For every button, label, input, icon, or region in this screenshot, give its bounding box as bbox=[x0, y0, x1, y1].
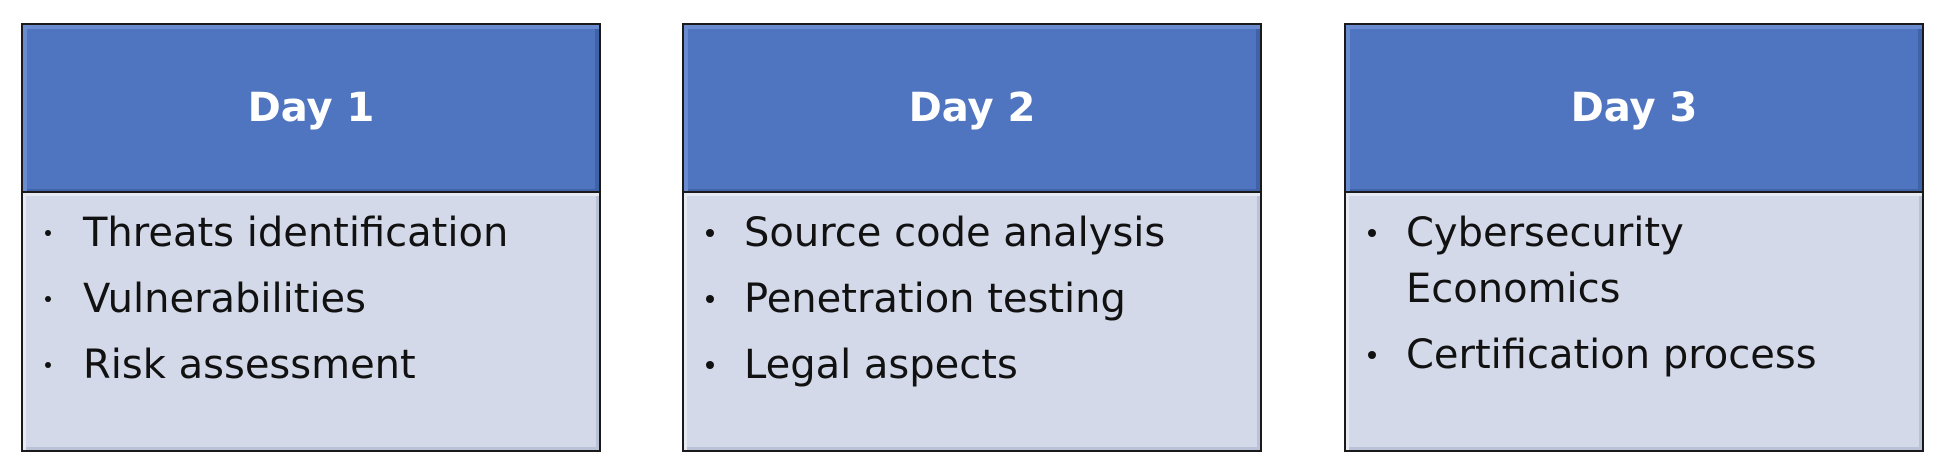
topic-item: Threats identification bbox=[41, 205, 579, 261]
bullet-icon bbox=[45, 230, 51, 236]
topic-label: Vulnerabilities bbox=[83, 276, 367, 322]
topic-item: Risk assessment bbox=[41, 337, 579, 393]
topic-label: Source code analysis bbox=[744, 210, 1166, 256]
bullet-icon bbox=[1368, 229, 1376, 237]
topic-item: Vulnerabilities bbox=[41, 271, 579, 327]
topic-label: Threats identification bbox=[83, 210, 509, 256]
day-1-body: Threats identification Vulnerabilities R… bbox=[23, 193, 599, 450]
day-1-header: Day 1 bbox=[23, 25, 599, 193]
topic-item: Certification process bbox=[1364, 327, 1902, 383]
day-2-topic-list: Source code analysis Penetration testing… bbox=[702, 205, 1240, 393]
topic-item: Cybersecurity Economics bbox=[1364, 205, 1766, 317]
bullet-icon bbox=[1368, 351, 1376, 359]
topic-item: Legal aspects bbox=[702, 337, 1240, 393]
topic-label: Risk assessment bbox=[83, 342, 416, 388]
bullet-icon bbox=[706, 361, 714, 369]
day-1-box: Day 1 Threats identification Vulnerabili… bbox=[21, 23, 601, 452]
day-1-title: Day 1 bbox=[247, 85, 375, 131]
day-2-header: Day 2 bbox=[684, 25, 1260, 193]
bullet-icon bbox=[706, 229, 714, 237]
day-2-body: Source code analysis Penetration testing… bbox=[684, 193, 1260, 450]
day-3-topic-list: Cybersecurity Economics Certification pr… bbox=[1364, 205, 1902, 383]
day-2-box: Day 2 Source code analysis Penetration t… bbox=[682, 23, 1262, 452]
bullet-icon bbox=[45, 362, 51, 368]
topic-label: Legal aspects bbox=[744, 342, 1018, 388]
bullet-icon bbox=[706, 295, 714, 303]
day-3-header: Day 3 bbox=[1346, 25, 1922, 193]
topic-item: Penetration testing bbox=[702, 271, 1240, 327]
topic-label: Certification process bbox=[1406, 332, 1817, 378]
day-2-title: Day 2 bbox=[908, 85, 1036, 131]
topic-label: Cybersecurity Economics bbox=[1406, 210, 1684, 312]
bullet-icon bbox=[45, 296, 51, 302]
topic-item: Source code analysis bbox=[702, 205, 1240, 261]
day-3-box: Day 3 Cybersecurity Economics Certificat… bbox=[1344, 23, 1924, 452]
topic-label: Penetration testing bbox=[744, 276, 1126, 322]
day-3-body: Cybersecurity Economics Certification pr… bbox=[1346, 193, 1922, 450]
day-3-title: Day 3 bbox=[1570, 85, 1698, 131]
day-1-topic-list: Threats identification Vulnerabilities R… bbox=[41, 205, 579, 393]
